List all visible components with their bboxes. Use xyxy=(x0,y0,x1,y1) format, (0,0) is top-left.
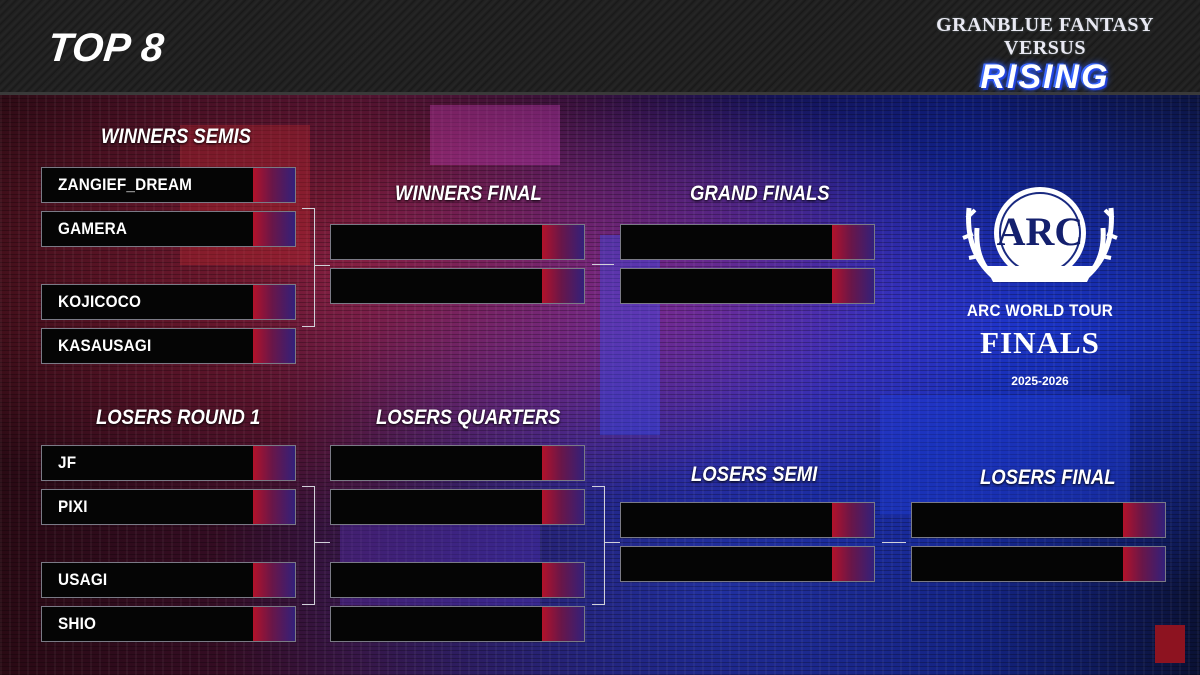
player-name: GAMERA xyxy=(58,219,128,238)
player-slot-losers-quarters-2 xyxy=(330,489,585,525)
score-box xyxy=(253,563,295,597)
label-winners-semis: WINNERS SEMIS xyxy=(101,125,251,148)
player-name: USAGI xyxy=(58,570,108,589)
player-slot-losers-round1-2: PIXI xyxy=(41,489,296,525)
score-box xyxy=(253,490,295,524)
label-losers-round1: LOSERS ROUND 1 xyxy=(96,406,261,429)
score-box xyxy=(253,212,295,246)
arc-emblem-text: ARC xyxy=(996,209,1084,254)
event-logo-title: ARC WORLD TOUR xyxy=(966,301,1114,320)
background-streak xyxy=(880,395,1130,515)
player-slot-losers-quarters-1 xyxy=(330,445,585,481)
player-slot-grand-finals-1 xyxy=(620,224,875,260)
player-name: KOJICOCO xyxy=(58,292,142,311)
score-box xyxy=(253,446,295,480)
score-box xyxy=(1123,547,1165,581)
player-slot-losers-round1-3: USAGI xyxy=(41,562,296,598)
score-box xyxy=(832,503,874,537)
label-grand-finals: GRAND FINALS xyxy=(690,182,830,205)
score-box xyxy=(542,607,584,641)
page-title: TOP 8 xyxy=(45,26,167,70)
header-bar: TOP 8 GRANBLUE FANTASY VERSUS RISING xyxy=(0,0,1200,96)
player-name: SHIO xyxy=(58,614,97,633)
score-box xyxy=(542,269,584,303)
score-box xyxy=(253,285,295,319)
player-name: PIXI xyxy=(58,497,88,516)
player-slot-winners-final-2 xyxy=(330,268,585,304)
score-box xyxy=(542,446,584,480)
score-box xyxy=(542,225,584,259)
background-streak xyxy=(430,105,560,165)
bracket-connector xyxy=(882,542,906,543)
score-box xyxy=(832,225,874,259)
label-losers-final: LOSERS FINAL xyxy=(980,466,1116,489)
bracket-connector xyxy=(592,264,614,265)
player-slot-winners-semis-3: KOJICOCO xyxy=(41,284,296,320)
score-box xyxy=(542,490,584,524)
score-box xyxy=(253,329,295,363)
label-losers-quarters: LOSERS QUARTERS xyxy=(376,406,561,429)
player-slot-grand-finals-2 xyxy=(620,268,875,304)
background-streak xyxy=(600,235,660,435)
game-logo-title: GRANBLUE FANTASY VERSUS xyxy=(936,14,1154,59)
label-losers-semi: LOSERS SEMI xyxy=(691,463,818,486)
player-slot-winners-final-1 xyxy=(330,224,585,260)
bracket-connector xyxy=(302,486,315,605)
player-slot-losers-semi-1 xyxy=(620,502,875,538)
player-slot-losers-semi-2 xyxy=(620,546,875,582)
player-name: KASAUSAGI xyxy=(58,336,152,355)
score-box xyxy=(832,269,874,303)
player-slot-winners-semis-2: GAMERA xyxy=(41,211,296,247)
player-name: ZANGIEF_DREAM xyxy=(58,175,193,194)
bracket-connector xyxy=(302,208,315,327)
player-slot-losers-quarters-3 xyxy=(330,562,585,598)
developer-logo xyxy=(1155,625,1185,663)
player-name: JF xyxy=(58,453,77,472)
player-slot-losers-quarters-4 xyxy=(330,606,585,642)
arc-emblem-icon xyxy=(962,187,1118,282)
player-slot-losers-final-1 xyxy=(911,502,1166,538)
score-box xyxy=(1123,503,1165,537)
player-slot-losers-round1-1: JF xyxy=(41,445,296,481)
label-winners-final: WINNERS FINAL xyxy=(395,182,542,205)
score-box xyxy=(542,563,584,597)
player-slot-losers-final-2 xyxy=(911,546,1166,582)
bracket-connector xyxy=(604,542,620,543)
player-slot-winners-semis-4: KASAUSAGI xyxy=(41,328,296,364)
player-slot-losers-round1-4: SHIO xyxy=(41,606,296,642)
event-logo-season: 2025-2026 xyxy=(1011,374,1069,388)
bracket-connector xyxy=(592,486,605,605)
player-slot-winners-semis-1: ZANGIEF_DREAM xyxy=(41,167,296,203)
game-logo: GRANBLUE FANTASY VERSUS RISING xyxy=(905,8,1185,96)
event-logo-finals: FINALS xyxy=(980,325,1100,360)
event-logo: ARC ARC WORLD TOUR FINALS 2025-2026 xyxy=(955,178,1125,408)
score-box xyxy=(253,168,295,202)
bracket-connector xyxy=(314,542,330,543)
score-box xyxy=(832,547,874,581)
game-logo-subtitle: RISING xyxy=(980,58,1110,96)
score-box xyxy=(253,607,295,641)
bracket-connector xyxy=(314,265,330,266)
